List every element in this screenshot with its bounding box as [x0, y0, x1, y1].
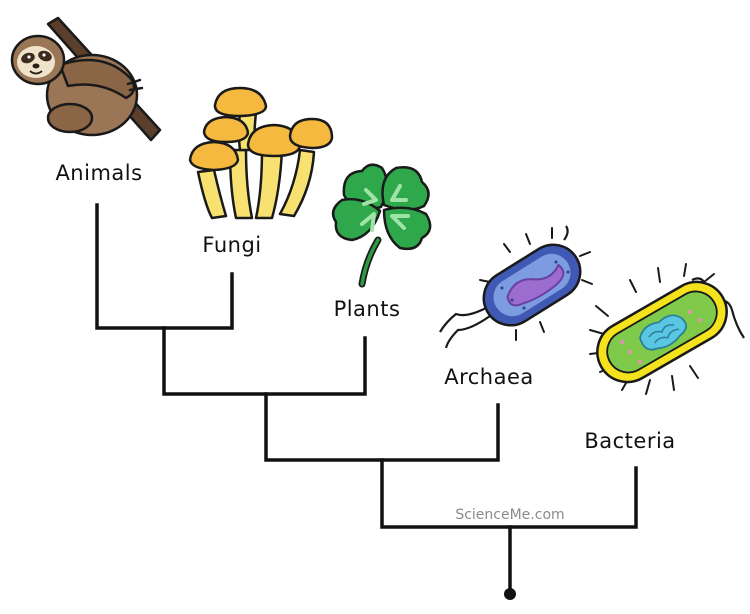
taxon-label-fungi: Fungi — [202, 233, 261, 257]
taxon-label-plants: Plants — [334, 297, 401, 321]
taxon-label-archaea: Archaea — [444, 365, 534, 389]
taxon-label-bacteria: Bacteria — [584, 429, 675, 453]
four-leaf-clover-icon — [331, 163, 432, 288]
mushroom-cluster-icon — [188, 86, 334, 220]
sloth-icon — [10, 16, 162, 142]
branch-animals-fungi-plants — [162, 326, 367, 396]
archaeon-cell-icon — [439, 225, 593, 349]
watermark: ScienceMe.com — [455, 507, 564, 523]
tree-branches — [95, 203, 638, 600]
root-node — [504, 588, 516, 600]
branch-animals-fungi — [95, 203, 234, 330]
bacterium-cell-icon — [589, 263, 745, 395]
taxon-label-animals: Animals — [55, 161, 142, 185]
branch-eukaryotes-archaea — [264, 392, 500, 462]
